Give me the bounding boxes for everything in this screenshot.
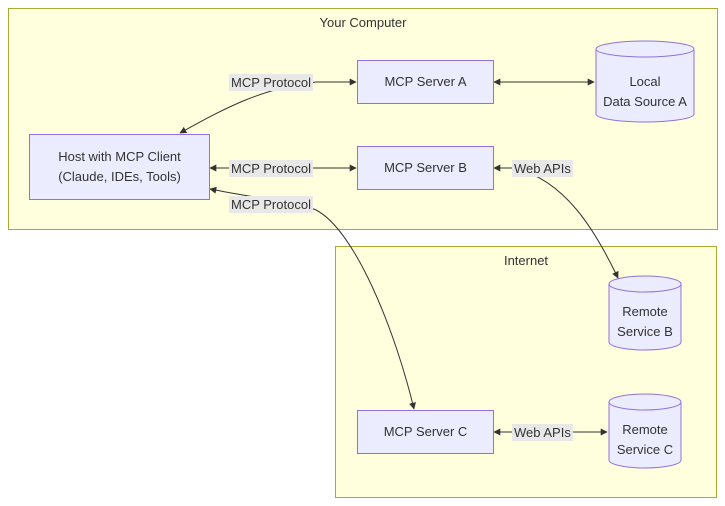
remote-service-b-cylinder xyxy=(608,275,682,351)
remote-service-c-label: Remote Service C xyxy=(616,422,674,457)
edge-label-server-c-remote: Web APIs xyxy=(512,424,573,441)
edge-server-b-remote xyxy=(493,164,619,279)
mcp-server-b-node: MCP Server B xyxy=(357,146,494,190)
remote-service-c-cylinder xyxy=(608,393,682,469)
local-data-source-a-label: Local Data Source A xyxy=(603,74,687,109)
your-computer-title: Your Computer xyxy=(319,15,407,30)
edge-label-server-b-remote: Web APIs xyxy=(512,160,573,177)
edge-label-host-server-b: MCP Protocol xyxy=(229,160,313,177)
mcp-server-a-node: MCP Server A xyxy=(357,60,494,104)
mcp-server-c-node: MCP Server C xyxy=(357,410,494,454)
host-node: Host with MCP Client (Claude, IDEs, Tool… xyxy=(29,134,210,200)
local-data-source-a-cylinder xyxy=(595,40,695,123)
edge-label-host-server-a: MCP Protocol xyxy=(229,74,313,91)
edge-label-host-server-c: MCP Protocol xyxy=(229,196,313,213)
edge-host-server-c xyxy=(209,186,416,410)
remote-service-b-label: Remote Service B xyxy=(617,304,673,339)
